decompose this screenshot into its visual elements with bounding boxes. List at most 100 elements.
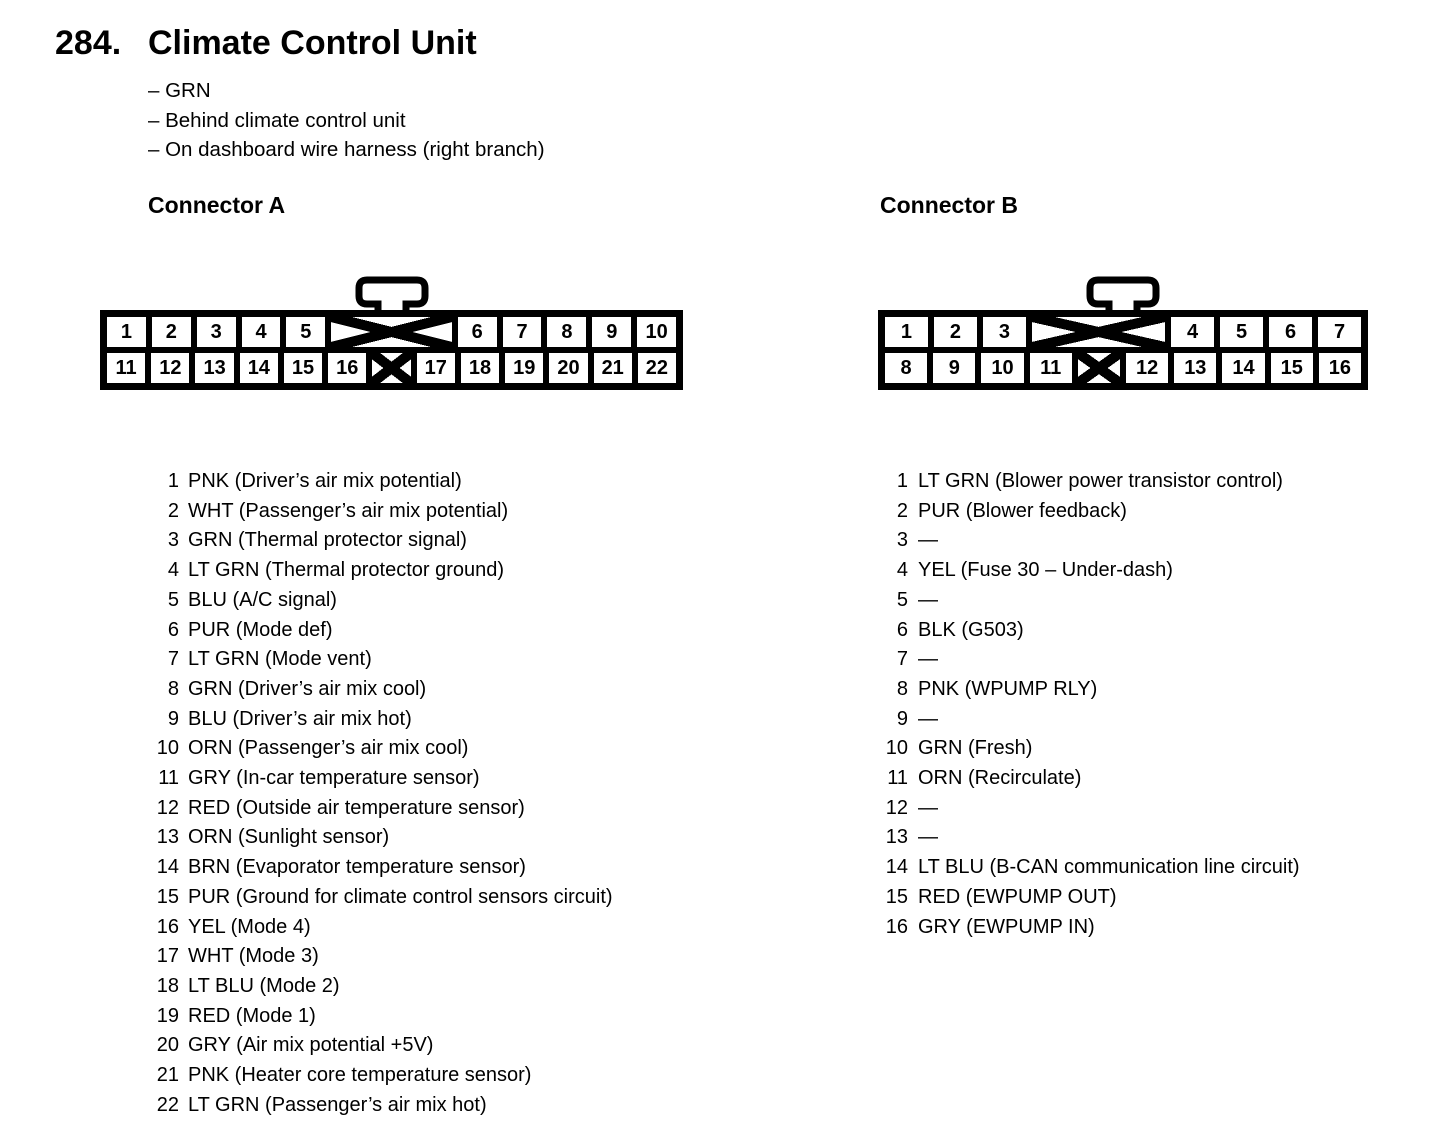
pin-number: 12 [156,796,179,819]
pin-number: 15 [885,885,908,908]
pin-description: — [918,707,938,730]
connector-a-pin-12: 12 [151,353,190,383]
connector-a-pin-13: 13 [195,353,234,383]
pin-number: 8 [167,677,179,700]
connector-b-pin-13: 13 [1174,353,1217,383]
connector-b-list-row-5: 5— [878,586,1300,616]
connector-b-pin-16: 16 [1318,353,1362,383]
connector-a-pin-6: 6 [457,317,497,347]
pin-description: RED (EWPUMP OUT) [918,885,1117,908]
pin-number: 3 [896,529,908,552]
pin-number: 21 [156,1064,179,1087]
pin-number: 11 [158,767,179,790]
section-number: 284. [55,24,122,62]
connector-b-list-row-15: 15 RED (EWPUMP OUT) [878,883,1300,913]
connector-a-pin-4: 4 [241,317,281,347]
connector-latch-icon [355,276,428,320]
connector-b-list-row-13: 13— [878,823,1300,853]
pin-description: LT GRN (Thermal protector ground) [188,559,505,582]
pin-number: 20 [156,1034,179,1057]
pin-description: GRY (Air mix potential +5V) [188,1034,434,1057]
pin-number: 9 [896,707,908,730]
connector-b-pin-7: 7 [1318,317,1361,347]
connector-b-pin-6: 6 [1269,317,1313,347]
connector-b-pin-10: 10 [981,353,1024,383]
pin-number: 11 [887,767,908,790]
pin-description: BLU (A/C signal) [188,588,337,611]
connector-a-pin-19: 19 [505,353,544,383]
connector-a-blocked-cavity-icon [331,317,452,347]
pin-description: — [918,648,938,671]
bullet-item: – On dashboard wire harness (right branc… [148,138,545,161]
connector-b-list-row-12: 12— [878,794,1300,824]
connector-a-list-row-17: 17 WHT (Mode 3) [150,942,613,972]
pin-description: BLU (Driver’s air mix hot) [188,707,412,730]
pin-description: WHT (Mode 3) [188,945,319,968]
connector-b-list-row-3: 3— [878,526,1300,556]
pin-description: LT BLU (B-CAN communication line circuit… [918,856,1300,879]
pin-description: — [918,796,938,819]
connector-a-pin-1: 1 [107,317,146,347]
connector-a-blocked-cavity-icon [372,353,411,383]
pin-description: PUR (Ground for climate control sensors … [188,885,613,908]
pin-description: PUR (Blower feedback) [918,499,1127,522]
pin-number: 5 [896,588,908,611]
pin-description: — [918,588,938,611]
pin-number: 14 [156,856,179,879]
pin-description: YEL (Mode 4) [188,915,311,938]
pin-number: 18 [156,974,179,997]
pin-description: PUR (Mode def) [188,618,333,641]
pin-number: 6 [896,618,908,641]
connector-b-pin-8: 8 [885,353,928,383]
connector-a-pin-8: 8 [547,317,587,347]
connector-a-pin-9: 9 [592,317,632,347]
connector-b-pin-14: 14 [1222,353,1265,383]
pin-number: 13 [885,826,908,849]
pin-number: 4 [167,559,179,582]
connector-a-pin-20: 20 [549,353,588,383]
pin-description: WHT (Passenger’s air mix potential) [188,499,509,522]
connector-a-pin-15: 15 [283,353,323,383]
pin-description: RED (Mode 1) [188,1004,316,1027]
pin-number: 10 [156,737,179,760]
pin-number: 2 [896,499,908,522]
pin-number: 13 [156,826,179,849]
connector-b-blocked-cavity-icon [1077,353,1121,383]
connector-a-pin-11: 11 [107,353,146,383]
page-title: 284. Climate Control Unit [55,26,477,60]
pin-number: 1 [167,470,179,492]
pin-number: 8 [896,677,908,700]
connector-a-pin-7: 7 [502,317,542,347]
pin-number: 10 [885,737,908,760]
pin-number: 17 [156,945,179,968]
connector-b-pin-3: 3 [982,317,1026,347]
connector-a-pin-18: 18 [460,353,500,383]
pin-number: 15 [156,885,179,908]
connector-b-list-row-9: 9— [878,705,1300,735]
pin-description: GRY (EWPUMP IN) [918,915,1095,938]
connector-a-pin-10: 10 [637,317,677,347]
pin-description: LT GRN (Passenger’s air mix hot) [188,1093,487,1116]
connector-a-pin-3: 3 [196,317,236,347]
bullet-item: – GRN [148,79,211,102]
connector-a-list-row-21: 21 PNK (Heater core temperature sensor) [150,1061,613,1091]
pin-description: PNK (Heater core temperature sensor) [188,1064,532,1087]
connector-latch-icon [1086,276,1160,320]
